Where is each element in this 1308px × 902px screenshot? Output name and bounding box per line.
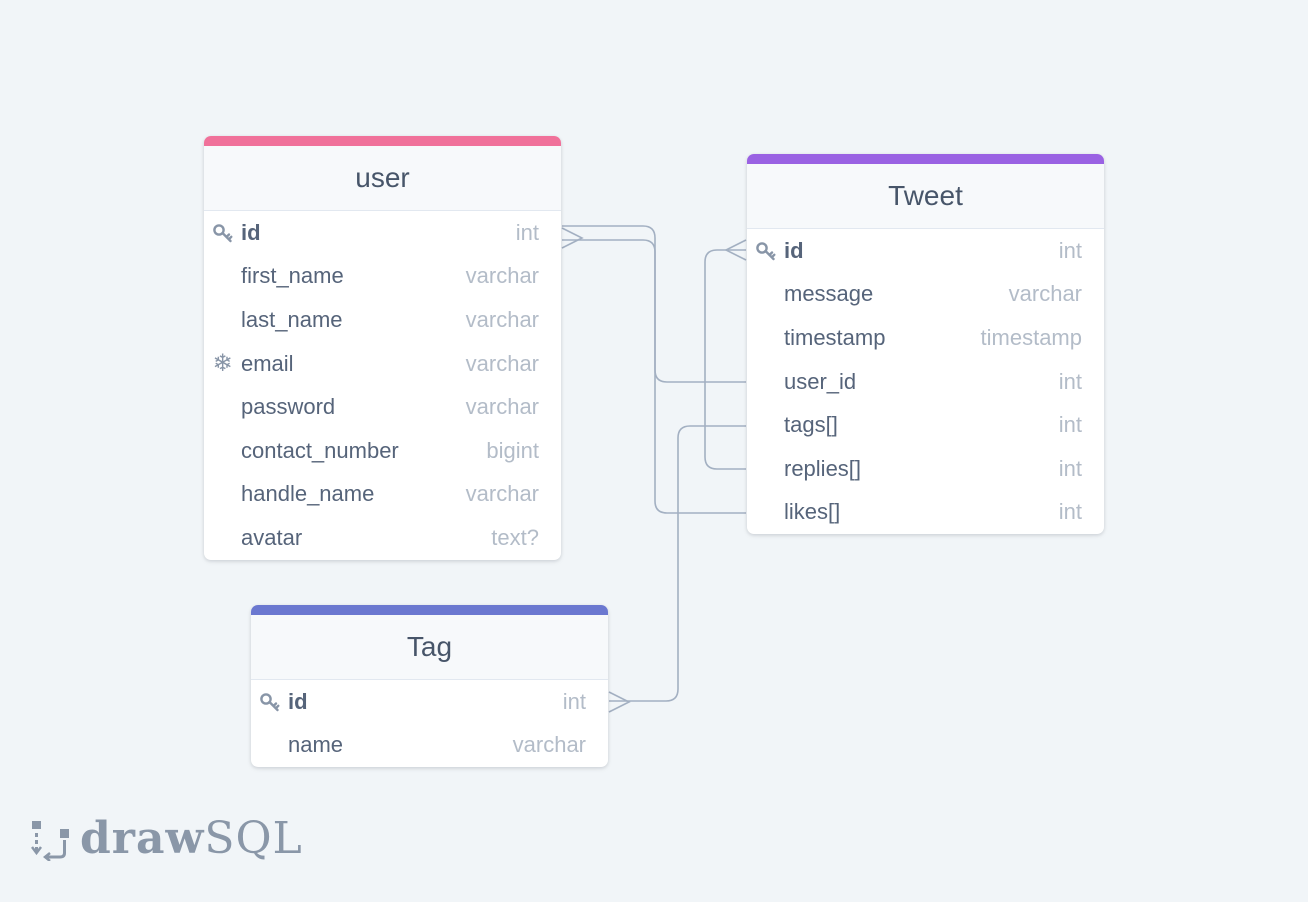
- table-row[interactable]: timestamp timestamp: [747, 316, 1104, 360]
- column-type: timestamp: [980, 324, 1082, 350]
- table-row[interactable]: replies[] int: [747, 447, 1104, 491]
- table-row[interactable]: id int: [747, 229, 1104, 273]
- logo-text-sql: SQL: [204, 812, 303, 864]
- column-name: name: [288, 732, 344, 758]
- column-name: id: [241, 219, 261, 245]
- column-name: handle_name: [241, 481, 375, 507]
- key-icon: [204, 222, 241, 244]
- column-name: id: [784, 237, 804, 263]
- key-icon: [251, 691, 288, 713]
- table-row[interactable]: id int: [204, 211, 561, 255]
- column-name: message: [784, 281, 874, 307]
- table-row[interactable]: message varchar: [747, 273, 1104, 317]
- column-name: tags[]: [784, 412, 838, 438]
- column-type: varchar: [465, 394, 539, 420]
- column-name: replies[]: [784, 455, 862, 481]
- column-name: last_name: [241, 306, 343, 332]
- relation-line-tag-id-tweet-tags[interactable]: [609, 425, 746, 702]
- table-row[interactable]: handle_name varchar: [204, 473, 561, 517]
- column-type: varchar: [512, 732, 586, 758]
- key-icon: [747, 240, 784, 262]
- table-row[interactable]: id int: [251, 680, 608, 724]
- column-name: avatar: [241, 524, 303, 550]
- column-name: contact_number: [241, 437, 399, 463]
- column-type: varchar: [465, 481, 539, 507]
- column-type: int: [1058, 237, 1082, 263]
- table-accent-bar: [747, 154, 1104, 164]
- column-type: varchar: [465, 263, 539, 289]
- column-name: first_name: [241, 263, 344, 289]
- table-title[interactable]: Tag: [251, 615, 608, 680]
- table-row[interactable]: name varchar: [251, 724, 608, 768]
- column-type: text?: [491, 524, 539, 550]
- column-type: varchar: [465, 350, 539, 376]
- crowfoot-tag-id: [608, 691, 631, 713]
- column-type: int: [1058, 455, 1082, 481]
- relation-line-user-id-tweet-user-id[interactable]: [562, 225, 746, 383]
- column-name: timestamp: [784, 324, 886, 350]
- column-list: id int message varchar timestamp timestamp use…: [747, 229, 1104, 534]
- snowflake-icon: ❄: [212, 349, 233, 377]
- column-name: user_id: [784, 368, 857, 394]
- table-row[interactable]: last_name varchar: [204, 298, 561, 342]
- column-type: int: [562, 688, 586, 714]
- column-type: int: [515, 219, 539, 245]
- column-type: int: [1058, 368, 1082, 394]
- table-accent-bar: [251, 605, 608, 615]
- column-type: varchar: [1008, 281, 1082, 307]
- relation-line-tweet-id-tweet-replies[interactable]: [704, 249, 746, 470]
- drawsql-logo-icon: [31, 821, 69, 861]
- logo-text-draw: draw: [80, 812, 205, 864]
- column-name: likes[]: [784, 499, 841, 525]
- table-row[interactable]: first_name varchar: [204, 255, 561, 299]
- table-row[interactable]: user_id int: [747, 360, 1104, 404]
- table-row[interactable]: tags[] int: [747, 403, 1104, 447]
- column-type: int: [1058, 412, 1082, 438]
- table-tag[interactable]: Tag id int name varchar: [251, 605, 608, 768]
- relation-line-user-id-tweet-likes[interactable]: [562, 239, 746, 514]
- table-title[interactable]: Tweet: [747, 164, 1104, 229]
- column-name: password: [241, 394, 336, 420]
- table-row[interactable]: avatar text?: [204, 516, 561, 560]
- table-row[interactable]: likes[] int: [747, 491, 1104, 535]
- column-name: email: [241, 350, 294, 376]
- table-row[interactable]: contact_number bigint: [204, 429, 561, 473]
- crowfoot-user-id: [561, 227, 584, 249]
- column-name: id: [288, 688, 308, 714]
- table-accent-bar: [204, 136, 561, 146]
- table-row[interactable]: password varchar: [204, 385, 561, 429]
- column-type: bigint: [486, 437, 539, 463]
- column-type: int: [1058, 499, 1082, 525]
- column-type: varchar: [465, 306, 539, 332]
- column-list: id int name varchar: [251, 680, 608, 767]
- table-row[interactable]: ❄ email varchar: [204, 342, 561, 386]
- crowfoot-tweet-id: [724, 239, 747, 261]
- table-title[interactable]: user: [204, 146, 561, 211]
